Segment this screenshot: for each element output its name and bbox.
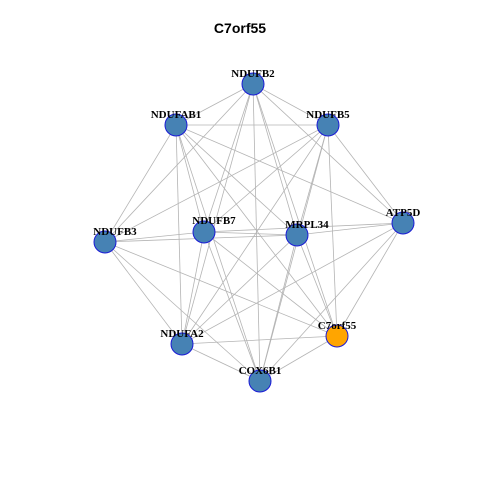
node-MRPL34[interactable]: [285, 223, 309, 247]
node-layer: [93, 72, 415, 393]
edge-NDUFB5-COX6B1: [259, 124, 329, 382]
node-label-MRPL34: MRPL34: [285, 219, 329, 231]
edge-NDUFB2-NDUFB5: [252, 83, 329, 126]
node-NDUFB2[interactable]: [241, 72, 265, 96]
node-label-C7orf55: C7orf55: [318, 320, 357, 332]
node-label-NDUFB3: NDUFB3: [93, 226, 137, 238]
node-label-COX6B1: COX6B1: [239, 365, 282, 377]
edge-ATP5D-NDUFA2: [181, 222, 404, 345]
node-label-NDUFAB1: NDUFAB1: [151, 109, 202, 121]
edge-NDUFAB1-NDUFB3: [104, 124, 177, 243]
node-label-NDUFB7: NDUFB7: [192, 215, 236, 227]
edge-NDUFAB1-NDUFB7: [175, 124, 205, 233]
edge-NDUFB2-MRPL34: [252, 83, 298, 236]
node-label-NDUFB2: NDUFB2: [231, 68, 275, 80]
graph-title: C7orf55: [213, 20, 267, 36]
edge-MRPL34-COX6B1: [259, 234, 298, 382]
node-ATP5D[interactable]: [391, 211, 415, 235]
edge-NDUFAB1-C7orf55: [175, 124, 338, 337]
edge-NDUFB3-COX6B1: [104, 241, 261, 382]
edge-NDUFB2-NDUFA2: [181, 83, 254, 345]
edge-NDUFB2-NDUFAB1: [175, 83, 254, 126]
edge-MRPL34-C7orf55: [296, 234, 338, 337]
node-label-NDUFB5: NDUFB5: [306, 109, 350, 121]
edge-NDUFB5-NDUFB3: [104, 124, 329, 243]
edge-NDUFB5-NDUFB7: [203, 124, 329, 233]
edge-MRPL34-NDUFA2: [181, 234, 298, 345]
node-COX6B1[interactable]: [248, 369, 272, 393]
edge-NDUFB2-NDUFB3: [104, 83, 254, 243]
edge-NDUFB2-ATP5D: [252, 83, 404, 224]
edge-NDUFB3-C7orf55: [104, 241, 338, 337]
node-C7orf55[interactable]: [325, 324, 349, 348]
edge-ATP5D-COX6B1: [259, 222, 404, 382]
edge-NDUFB7-COX6B1: [203, 231, 261, 382]
edge-NDUFAB1-COX6B1: [175, 124, 261, 382]
edge-NDUFB2-NDUFB7: [203, 83, 254, 233]
node-label-NDUFA2: NDUFA2: [160, 328, 204, 340]
node-NDUFA2[interactable]: [170, 332, 194, 356]
edge-NDUFAB1-ATP5D: [175, 124, 404, 224]
edge-NDUFB2-C7orf55: [252, 83, 338, 337]
node-NDUFB7[interactable]: [192, 220, 216, 244]
edge-NDUFB7-C7orf55: [203, 231, 338, 337]
edge-C7orf55-COX6B1: [259, 335, 338, 382]
edge-NDUFB7-MRPL34: [203, 231, 298, 236]
edge-NDUFB5-NDUFA2: [181, 124, 329, 345]
node-NDUFB5[interactable]: [316, 113, 340, 137]
edge-NDUFA2-COX6B1: [181, 343, 261, 382]
edge-ATP5D-C7orf55: [336, 222, 404, 337]
node-NDUFAB1[interactable]: [164, 113, 188, 137]
edge-NDUFB3-NDUFA2: [104, 241, 183, 345]
edge-MRPL34-ATP5D: [296, 222, 404, 236]
edge-NDUFA2-C7orf55: [181, 335, 338, 345]
edge-layer: [104, 83, 404, 382]
edge-NDUFB5-ATP5D: [327, 124, 404, 224]
node-NDUFB3[interactable]: [93, 230, 117, 254]
node-label-ATP5D: ATP5D: [386, 207, 421, 219]
edge-NDUFB7-NDUFA2: [181, 231, 205, 345]
edge-NDUFB5-C7orf55: [327, 124, 338, 337]
edge-NDUFAB1-MRPL34: [175, 124, 298, 236]
edge-NDUFB3-NDUFB7: [104, 231, 205, 243]
